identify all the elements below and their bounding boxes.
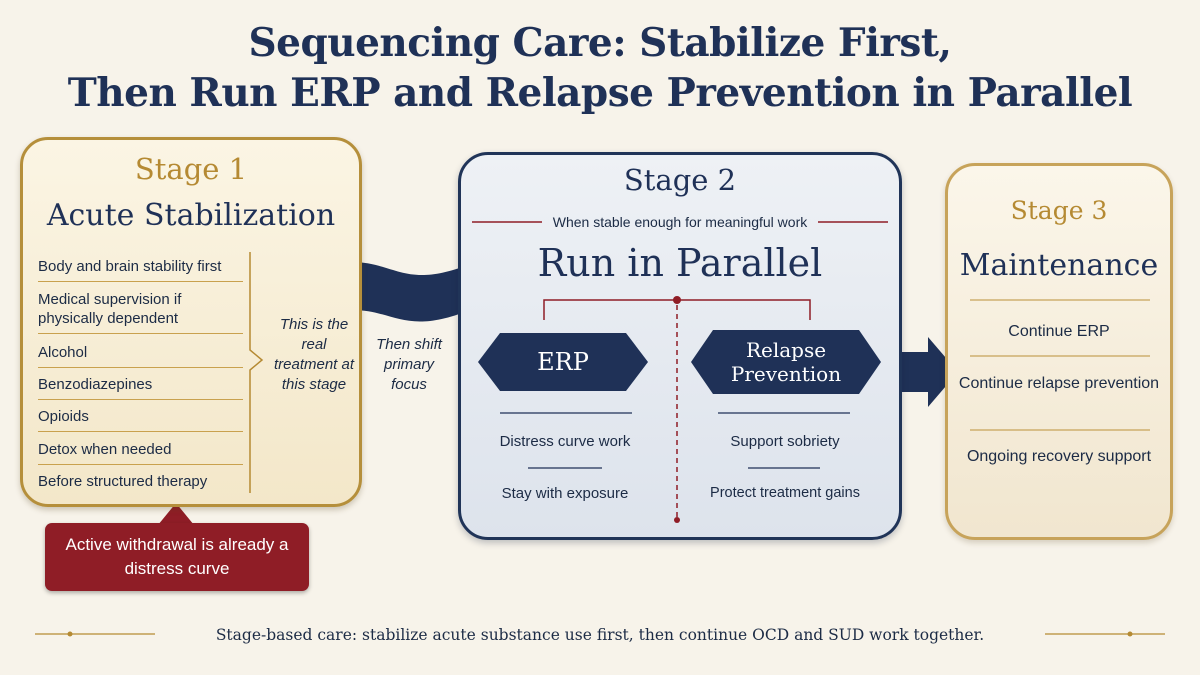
diagram-title-line2: Then Run ERP and Relapse Prevention in P… — [67, 70, 1133, 116]
stage1-item: Body and brain stability first — [38, 257, 243, 282]
stage1-label: Stage 1 — [134, 152, 248, 186]
stage1-item: Opioids — [38, 407, 243, 432]
footer-ornament-right — [1045, 631, 1165, 637]
connector-stage1-stage2 — [352, 262, 470, 322]
erp-item: Stay with exposure — [501, 485, 629, 502]
relapse-prevention-label: Relapse Prevention — [691, 332, 881, 392]
stage2-ornaments — [472, 221, 888, 523]
erp-item: Distress curve work — [499, 433, 631, 450]
stage3-label: Stage 3 — [1010, 196, 1108, 225]
stage3-dividers — [970, 299, 1150, 431]
relapse-prevention-label-line1: Relapse — [745, 338, 827, 362]
relapse-prevention-label-line2: Prevention — [730, 362, 842, 386]
erp-label: ERP — [537, 348, 589, 376]
stage1-bracket — [249, 252, 264, 493]
footer-caption: Stage-based care: stabilize acute substa… — [215, 626, 985, 644]
relapse-prevention-hexagon — [691, 330, 881, 394]
stage1-side-note: This is the real treatment at this stage — [273, 316, 355, 393]
stage3-item: Continue ERP — [1008, 323, 1110, 340]
diagram-title-line1: Sequencing Care: Stabilize First, — [248, 20, 952, 66]
stage2-label: Stage 2 — [623, 163, 737, 197]
stage2-dividers — [500, 412, 850, 469]
stage3-item: Ongoing recovery support — [966, 448, 1152, 465]
footer-ornament-left — [35, 631, 155, 637]
stage3-heading: Maintenance — [959, 248, 1159, 283]
stage3-card — [945, 163, 1173, 540]
stage1-item: Detox when needed — [38, 440, 243, 465]
transition-note: Then shift primary focus — [376, 336, 442, 393]
callout-pointer — [158, 503, 194, 525]
stage1-heading: Acute Stabilization — [46, 198, 336, 233]
stage2-heading: Run in Parallel — [537, 241, 823, 285]
stage1-item: Alcohol — [38, 343, 243, 368]
withdrawal-callout: Active withdrawal is already a distress … — [45, 523, 309, 591]
stage2-subtitle: When stable enough for meaningful work — [552, 214, 808, 230]
stage1-item: Before structured therapy — [38, 473, 208, 490]
stage1-card — [20, 137, 362, 507]
stage3-item: Continue relapse prevention — [958, 375, 1160, 392]
relapse-prevention-item: Support sobriety — [730, 433, 840, 450]
stage1-item: Benzodiazepines — [38, 375, 243, 400]
stage1-item: Medical supervision if physically depend… — [38, 290, 243, 334]
erp-hexagon — [478, 333, 648, 391]
arrow-stage2-stage3 — [896, 337, 958, 407]
relapse-prevention-item: Protect treatment gains — [710, 485, 860, 501]
